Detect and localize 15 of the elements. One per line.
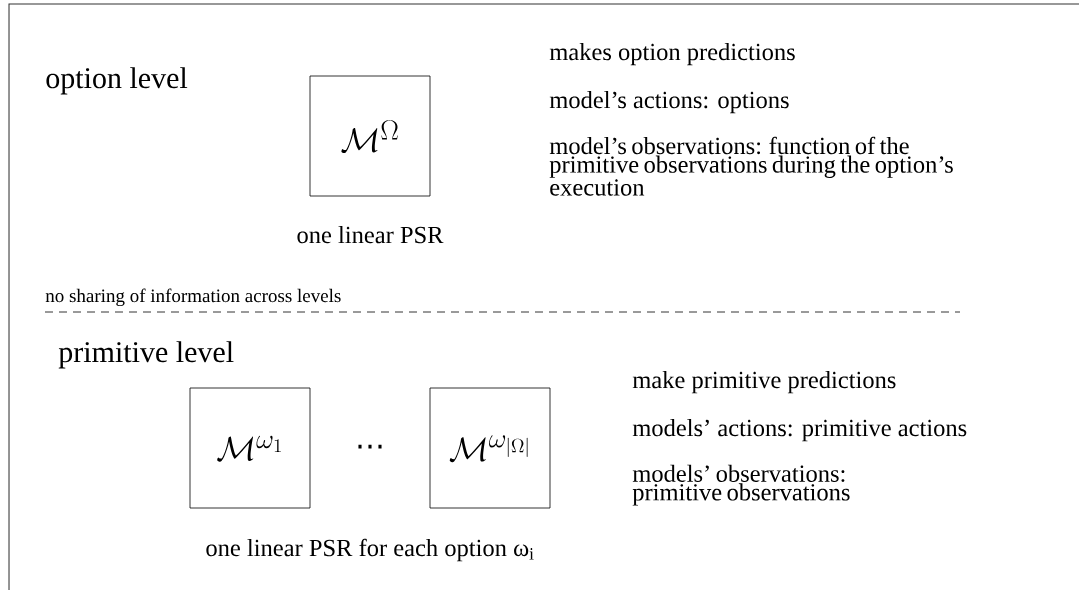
description-text: model’s actions: options [549,91,789,114]
level-heading: option level [46,67,188,95]
description-text: models’ observations: primitive observations [632,464,850,506]
model-box: $\mathcal{M}^{\omega_1}$ [189,387,311,509]
model-box: $\mathcal{M}^{\Omega}$ [309,75,431,197]
caption-text: one linear PSR [297,226,444,244]
description-text: make primitive predictions [632,371,896,394]
ellipsis-dots: ⋯ [358,444,382,449]
level-heading: primitive level [58,341,234,369]
description-text: model’s observations: function of the primitive observations during the option’s execution [549,136,953,196]
description-text: makes option predictions [549,43,795,66]
model-box: $\mathcal{M}^{\omega_{|\Omega|}}$ [429,387,551,509]
description-text: models’ actions: primitive actions [632,419,967,442]
caption-text: one linear PSR for each option ω$_{i}$ [206,538,534,562]
separator-note: no sharing of information across levels [45,288,341,307]
